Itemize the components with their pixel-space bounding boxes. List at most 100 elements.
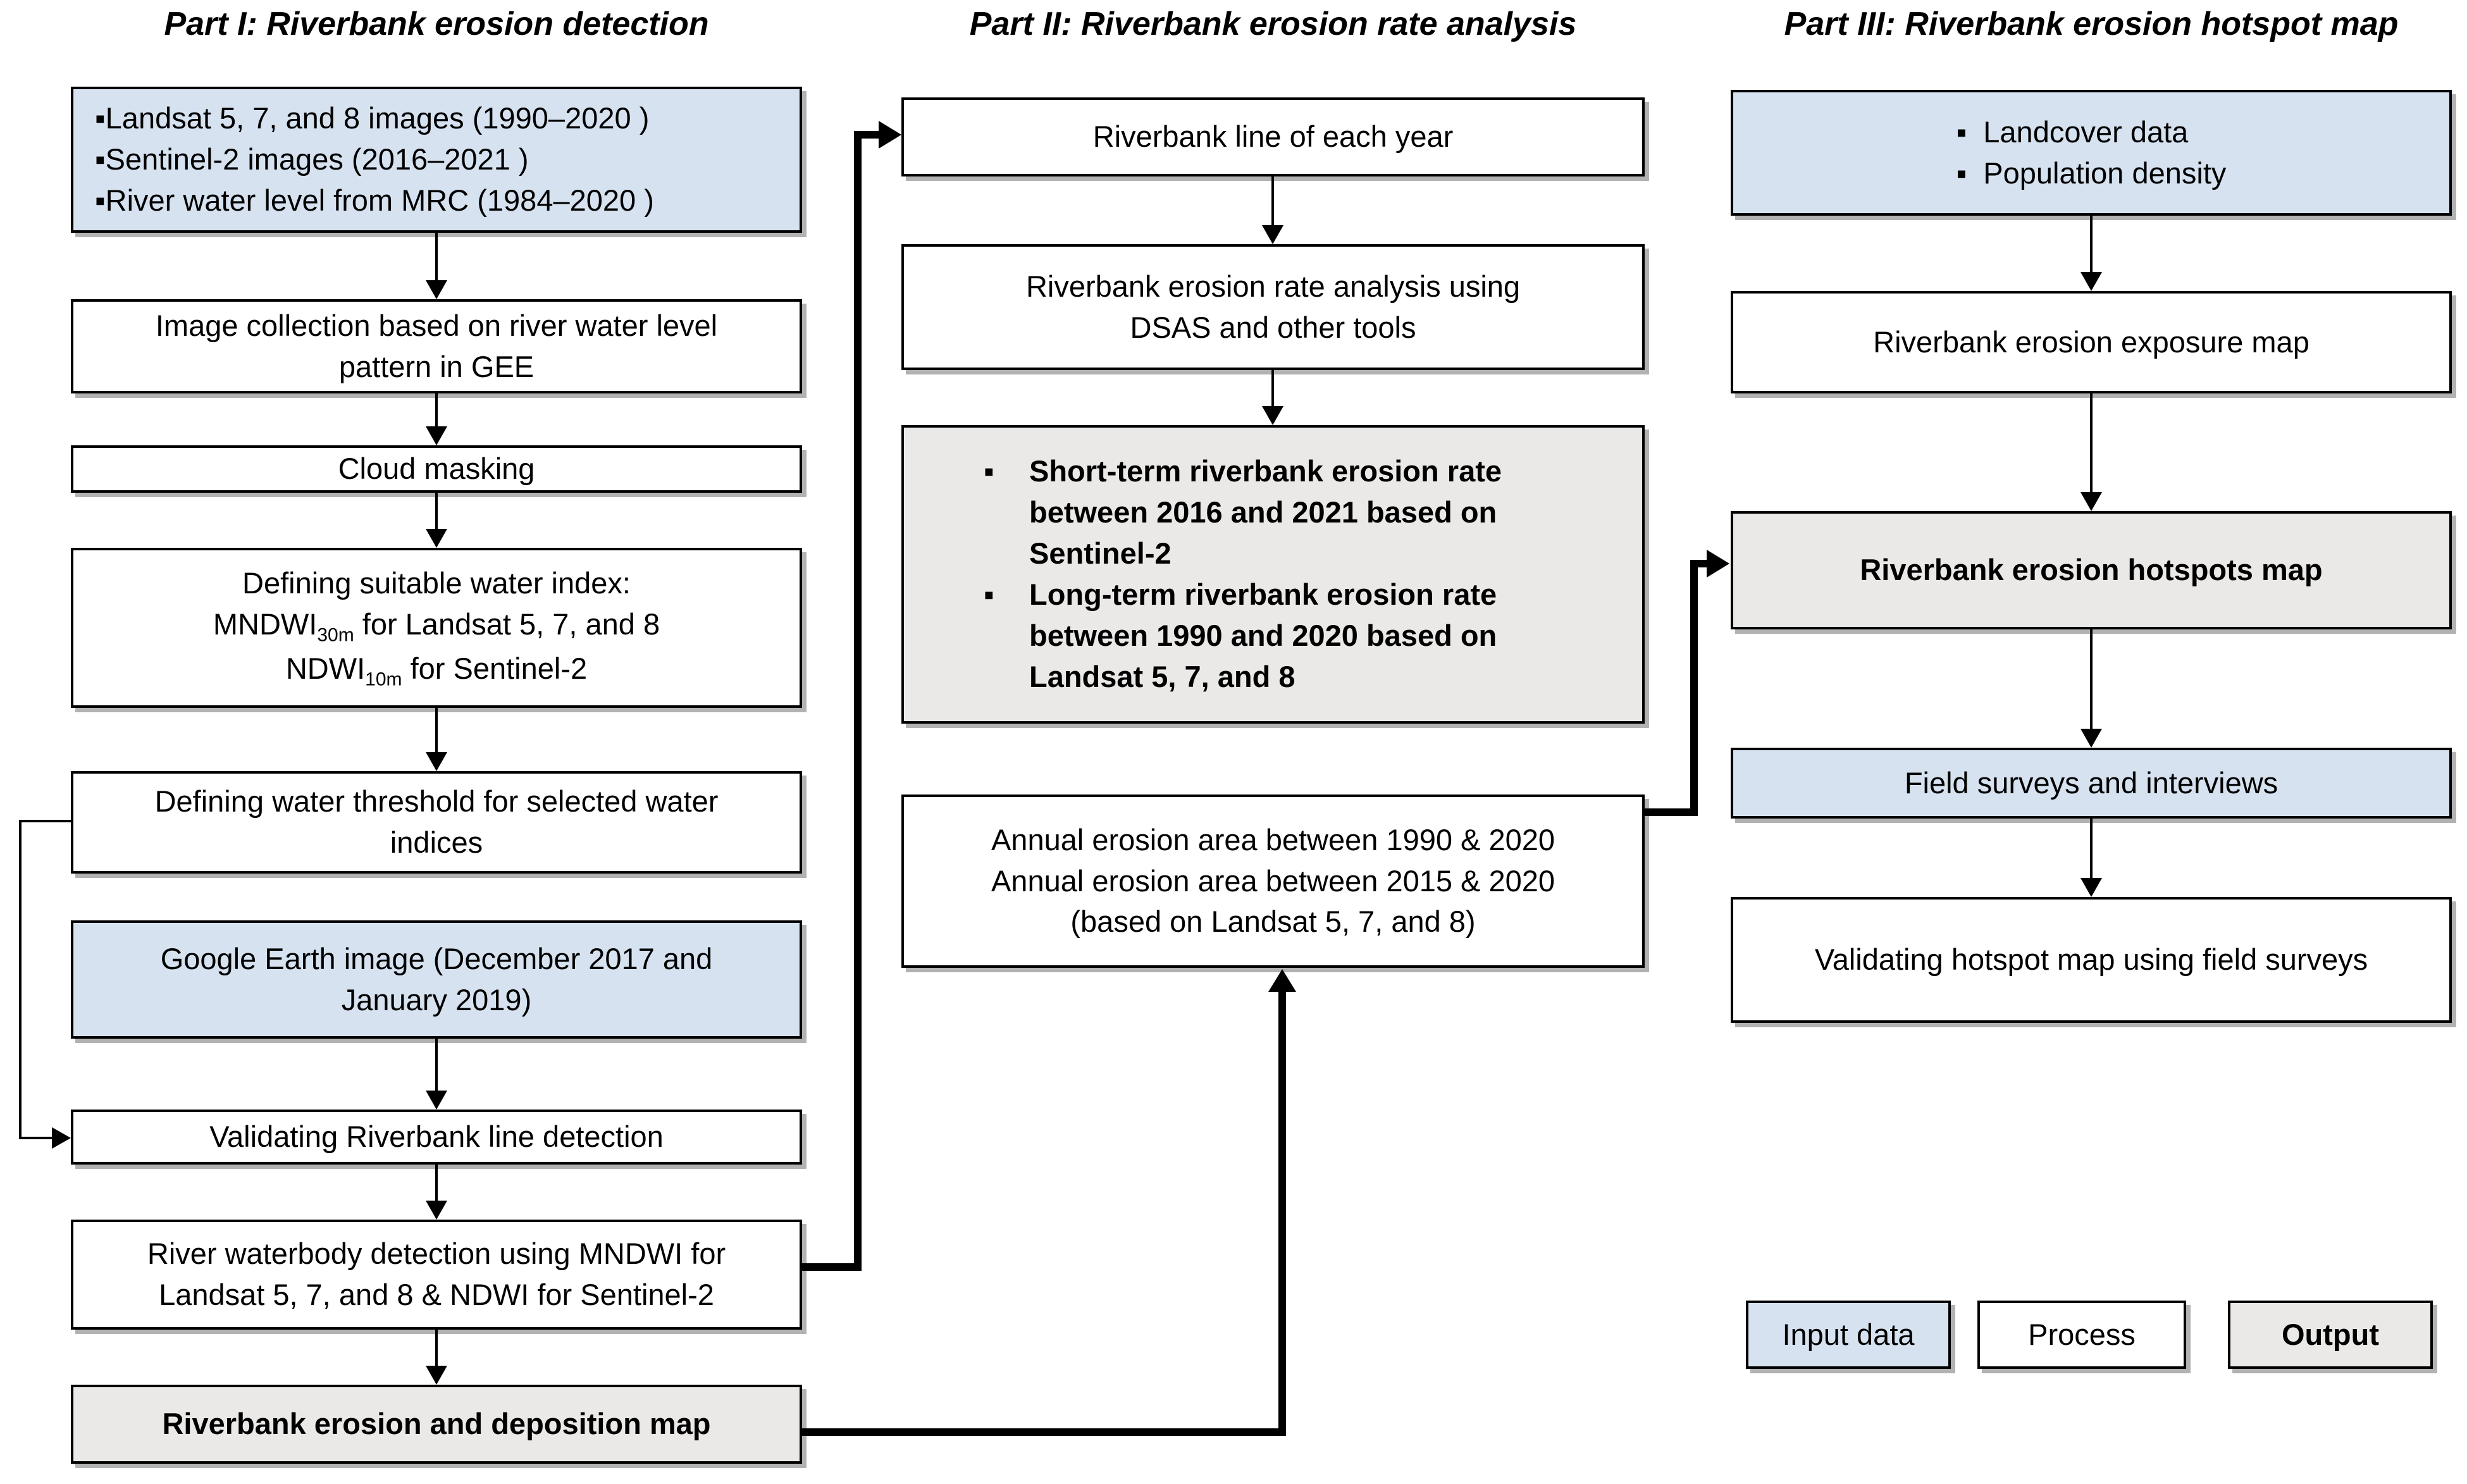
annual-area-line2: Annual erosion area between 2015 & 2020 [991,863,1555,898]
arrow-input-to-imagecollection-head [426,280,447,299]
arrow-waterindex-to-threshold-line [435,708,438,753]
box-water-threshold: Defining water threshold for selected wa… [71,771,802,874]
arrow-validating-to-waterbody-line [435,1165,438,1202]
erosion-rates-list: ▪ Short-term riverbank erosion rate betw… [920,451,1626,697]
erosion-deposition-label: Riverbank erosion and deposition map [162,1407,711,1441]
annual-area-line1: Annual erosion area between 1990 & 2020 [991,822,1555,856]
bullet-icon: ▪ [1956,114,1967,149]
water-index-line2: MNDWI30m for Landsat 5, 7, and 8 [213,604,660,648]
arrow-hotspots-to-fieldsurveys-head [2081,729,2102,748]
connector-erosionmap-to-annual-arrowhead [1268,969,1296,992]
water-index-ndwi-rest: for Sentinel-2 [402,651,588,685]
input-line-landsat: ▪Landsat 5, 7, and 8 images (1990–2020 ) [95,101,650,135]
box-riverbank-line-each-year: Riverbank line of each year [901,97,1645,176]
box-waterbody-detection: River waterbody detection using MNDWI fo… [71,1220,802,1330]
validating-hotspot-label: Validating hotspot map using field surve… [1814,943,2368,977]
exposure-map-label: Riverbank erosion exposure map [1873,325,2309,359]
input-line-sentinel: ▪Sentinel-2 images (2016–2021 ) [95,142,529,176]
feedback-loop-vertical-segment [19,820,22,1139]
water-index-mndwi: MNDWI [213,607,318,641]
long-term-rate-text: Long-term riverbank erosion rate between… [1029,578,1497,693]
connector-waterbody-to-riverbankline-stub [802,1263,862,1271]
water-index-ndwi: NDWI [285,651,366,685]
hotspots-map-label: Riverbank erosion hotspots map [1860,553,2323,587]
part3-input-list: ▪ Landcover data ▪ Population density [1957,112,2227,194]
box-hotspots-map: Riverbank erosion hotspots map [1731,511,2452,629]
arrow-imagecollection-to-cloudmasking-head [426,426,447,445]
arrow-inputs-to-exposure-line [2090,216,2093,273]
connector-erosionmap-to-annual-vertical [1278,991,1286,1436]
cloud-masking-label: Cloud masking [338,452,535,486]
image-collection-line2: pattern in GEE [338,349,535,383]
arrow-riverbankline-to-dsas-line [1271,176,1274,226]
arrow-inputs-to-exposure-head [2081,272,2102,291]
bullet-icon: ▪ [984,578,994,611]
population-item: ▪ Population density [1957,153,2227,194]
legend-input-data: Input data [1746,1301,1951,1369]
arrow-imagecollection-to-cloudmasking-line [435,393,438,428]
arrow-dsas-to-rates-line [1271,370,1274,407]
legend-output: Output [2228,1301,2433,1369]
legend-process: Process [1977,1301,2186,1369]
arrow-exposure-to-hotspots-head [2081,492,2102,511]
google-earth-line1: Google Earth image (December 2017 and [160,941,713,975]
connector-annual-to-hotspots-top [1698,560,1708,567]
arrow-validating-to-waterbody-head [426,1201,447,1220]
google-earth-line2: January 2019) [341,982,532,1017]
water-threshold-line2: indices [390,825,483,859]
connector-erosionmap-to-annual-horizontal [802,1428,1286,1436]
connector-annual-to-hotspots-stub [1645,808,1698,816]
connector-annual-to-hotspots-arrowhead [1707,550,1729,578]
arrow-waterbody-to-erosionmap-head [426,1366,447,1385]
short-term-rate-text: Short-term riverbank erosion rate betwee… [1029,454,1502,571]
connector-waterbody-to-riverbankline-top [862,131,881,139]
arrow-exposure-to-hotspots-line [2090,393,2093,493]
box-validating-hotspot-map: Validating hotspot map using field surve… [1731,897,2452,1023]
annual-area-line3: (based on Landsat 5, 7, and 8) [1070,905,1476,939]
population-text: Population density [1983,156,2227,190]
box-water-index: Defining suitable water index: MNDWI30m … [71,548,802,708]
water-index-ndwi-subscript: 10m [365,669,402,690]
arrow-googleearth-to-validating-line [435,1039,438,1092]
water-threshold-line1: Defining water threshold for selected wa… [154,784,719,819]
riverbank-line-label: Riverbank line of each year [1092,120,1454,154]
landcover-text: Landcover data [1983,114,2189,149]
arrow-waterbody-to-erosionmap-line [435,1330,438,1367]
box-image-collection: Image collection based on river water le… [71,299,802,393]
box-satellite-input-data: ▪Landsat 5, 7, and 8 images (1990–2020 )… [71,87,802,233]
water-index-mndwi-rest: for Landsat 5, 7, and 8 [354,607,660,641]
connector-waterbody-to-riverbankline-vertical [854,131,862,1271]
bullet-icon: ▪ [1956,156,1967,190]
arrow-cloudmasking-to-waterindex-head [426,529,447,548]
box-validating-riverbank-line: Validating Riverbank line detection [71,1110,802,1165]
box-landcover-population-input: ▪ Landcover data ▪ Population density [1731,90,2452,216]
connector-waterbody-to-riverbankline-arrowhead [879,121,901,149]
box-cloud-masking: Cloud masking [71,445,802,493]
box-dsas-analysis: Riverbank erosion rate analysis using DS… [901,244,1645,370]
arrow-fieldsurveys-to-validating-line [2090,819,2093,879]
arrow-fieldsurveys-to-validating-head [2081,878,2102,897]
part1-title: Part I: Riverbank erosion detection [164,6,709,42]
connector-annual-to-hotspots-vertical [1690,560,1698,816]
waterbody-detection-line2: Landsat 5, 7, and 8 & NDWI for Sentinel-… [159,1278,714,1311]
arrow-hotspots-to-fieldsurveys-line [2090,629,2093,730]
field-surveys-label: Field surveys and interviews [1904,765,2278,800]
water-index-line3: NDWI10m for Sentinel-2 [286,648,587,693]
arrow-cloudmasking-to-waterindex-line [435,493,438,530]
water-index-mndwi-subscript: 30m [317,624,354,646]
box-google-earth: Google Earth image (December 2017 and Ja… [71,920,802,1039]
box-erosion-rates: ▪ Short-term riverbank erosion rate betw… [901,425,1645,724]
landcover-item: ▪ Landcover data [1957,112,2189,153]
short-term-rate-item: ▪ Short-term riverbank erosion rate betw… [984,451,1600,574]
legend-output-label: Output [2282,1317,2379,1351]
box-erosion-deposition-map: Riverbank erosion and deposition map [71,1385,802,1464]
feedback-loop-arrowhead [52,1127,71,1149]
part3-title: Part III: Riverbank erosion hotspot map [1784,6,2399,42]
box-exposure-map: Riverbank erosion exposure map [1731,291,2452,393]
image-collection-line1: Image collection based on river water le… [155,308,718,342]
long-term-rate-item: ▪ Long-term riverbank erosion rate betwe… [984,574,1600,698]
feedback-loop-top-segment [19,820,71,822]
part2-title: Part II: Riverbank erosion rate analysis [969,6,1577,42]
waterbody-detection-line1: River waterbody detection using MNDWI fo… [147,1237,726,1271]
